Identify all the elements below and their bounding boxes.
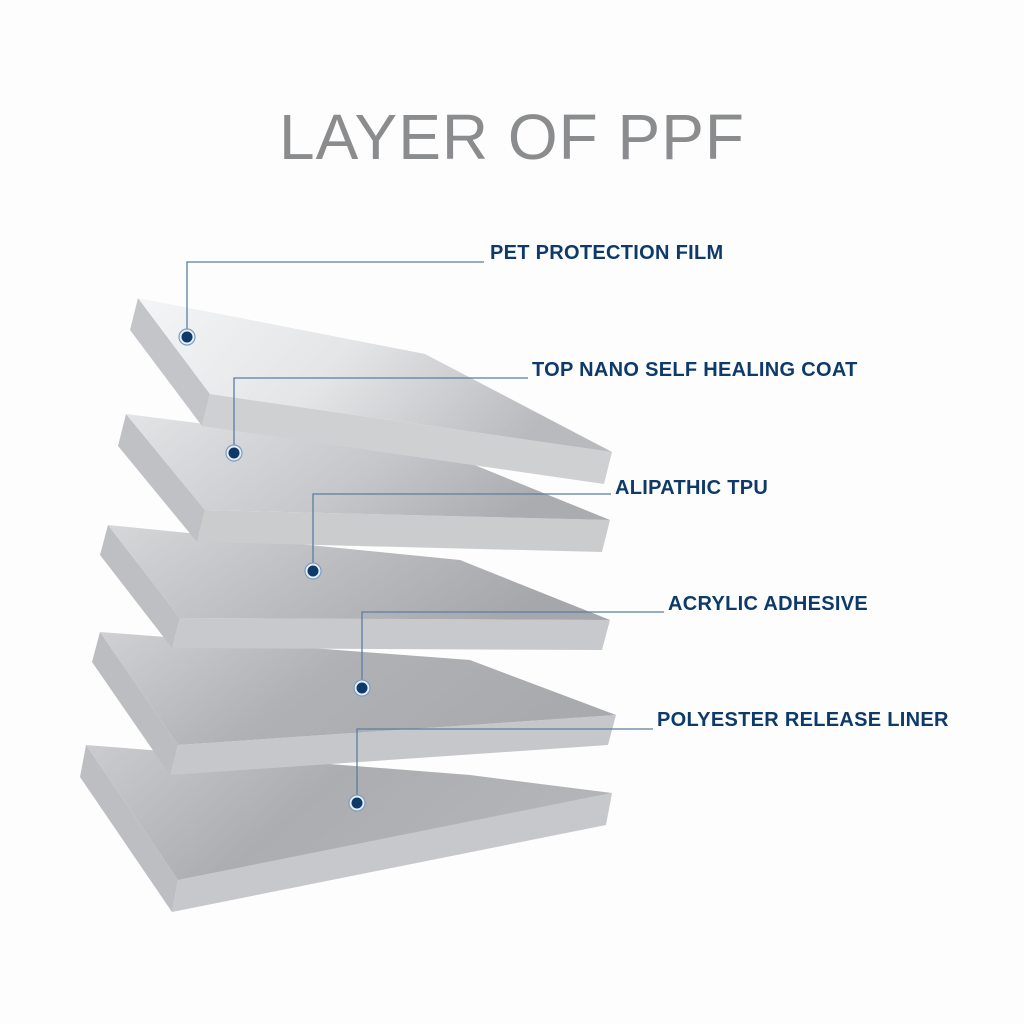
leader-path xyxy=(356,728,653,803)
slab-front-edge xyxy=(172,618,610,650)
slab-left-edge xyxy=(118,414,205,542)
marker-dot-icon xyxy=(307,565,319,577)
label-acrylic-adhesive: ACRYLIC ADHESIVE xyxy=(668,593,869,615)
diagram-title: LAYER OF PPF xyxy=(278,101,746,173)
leader-path xyxy=(312,493,611,571)
leader-line-2 xyxy=(225,377,528,462)
slab-left-edge xyxy=(92,632,178,775)
layer-slab-1 xyxy=(130,298,612,484)
slab-left-edge xyxy=(100,525,180,648)
slab-front-edge xyxy=(172,793,612,912)
leader-path xyxy=(361,611,664,688)
slab-left-edge xyxy=(80,745,178,912)
leader-path xyxy=(233,377,528,453)
slab-front-edge xyxy=(197,510,610,552)
slab-top-face xyxy=(108,525,610,620)
slab-left-edge xyxy=(130,298,210,426)
label-polyester-release-liner: POLYESTER RELEASE LINER xyxy=(657,709,949,731)
leader-line-5 xyxy=(348,728,653,812)
leader-path xyxy=(186,261,484,337)
leader-line-1 xyxy=(178,261,484,346)
leader-line-4 xyxy=(353,611,664,697)
layer-slab-4 xyxy=(92,632,616,775)
slab-top-face xyxy=(86,745,612,880)
layer-slab-3 xyxy=(100,525,610,650)
slab-front-edge xyxy=(170,715,616,775)
slab-front-edge xyxy=(202,394,612,484)
layer-slab-5 xyxy=(80,745,612,912)
marker-dot-icon xyxy=(351,797,363,809)
marker-dot-icon xyxy=(181,331,193,343)
label-pet-protection-film: PET PROTECTION FILM xyxy=(490,242,724,264)
leader-line-3 xyxy=(304,493,611,580)
marker-dot-icon xyxy=(356,682,368,694)
label-top-nano-self-healing-coat: TOP NANO SELF HEALING COAT xyxy=(532,359,858,381)
slab-top-face xyxy=(138,298,612,452)
label-alipathic-tpu: ALIPATHIC TPU xyxy=(615,477,769,499)
marker-dot-icon xyxy=(228,447,240,459)
